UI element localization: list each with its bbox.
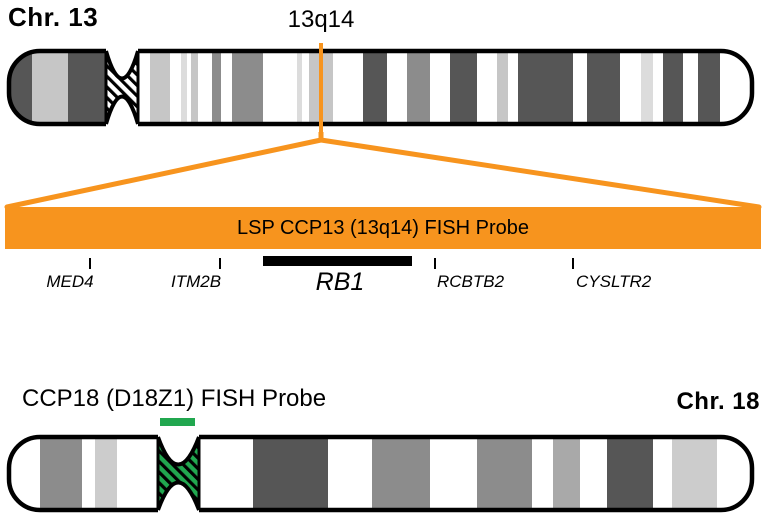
- cysltr2-gene-tick: [572, 258, 574, 269]
- rcbtb2-gene-label: RCBTB2: [437, 272, 505, 291]
- chr18-title: Chr. 18: [676, 388, 760, 415]
- chr18-ideogram: [6, 432, 755, 515]
- rb1-gene-bar: [263, 256, 412, 266]
- ccp13-probe-bar: LSP CCP13 (13q14) FISH Probe: [5, 207, 761, 249]
- ccp13-probe-label: LSP CCP13 (13q14) FISH Probe: [236, 216, 529, 239]
- zoom-funnel: [4, 132, 762, 210]
- rb1-gene-label: RB1: [315, 268, 365, 296]
- itm2b-gene-tick: [219, 258, 221, 269]
- chr13-locus-label: 13q14: [287, 6, 355, 33]
- ccp18-probe-marker: [160, 418, 195, 426]
- itm2b-gene-label: ITM2B: [170, 272, 222, 291]
- chr13-title: Chr. 13: [8, 2, 99, 32]
- med4-gene-label: MED4: [46, 272, 94, 291]
- chr13-ideogram: [6, 46, 755, 130]
- ccp18-probe-label: CCP18 (D18Z1) FISH Probe: [22, 385, 327, 412]
- cysltr2-gene-label: CYSLTR2: [576, 272, 652, 291]
- med4-gene-tick: [89, 258, 91, 269]
- rcbtb2-gene-tick: [434, 258, 436, 269]
- chr13-locus-line: [319, 43, 323, 136]
